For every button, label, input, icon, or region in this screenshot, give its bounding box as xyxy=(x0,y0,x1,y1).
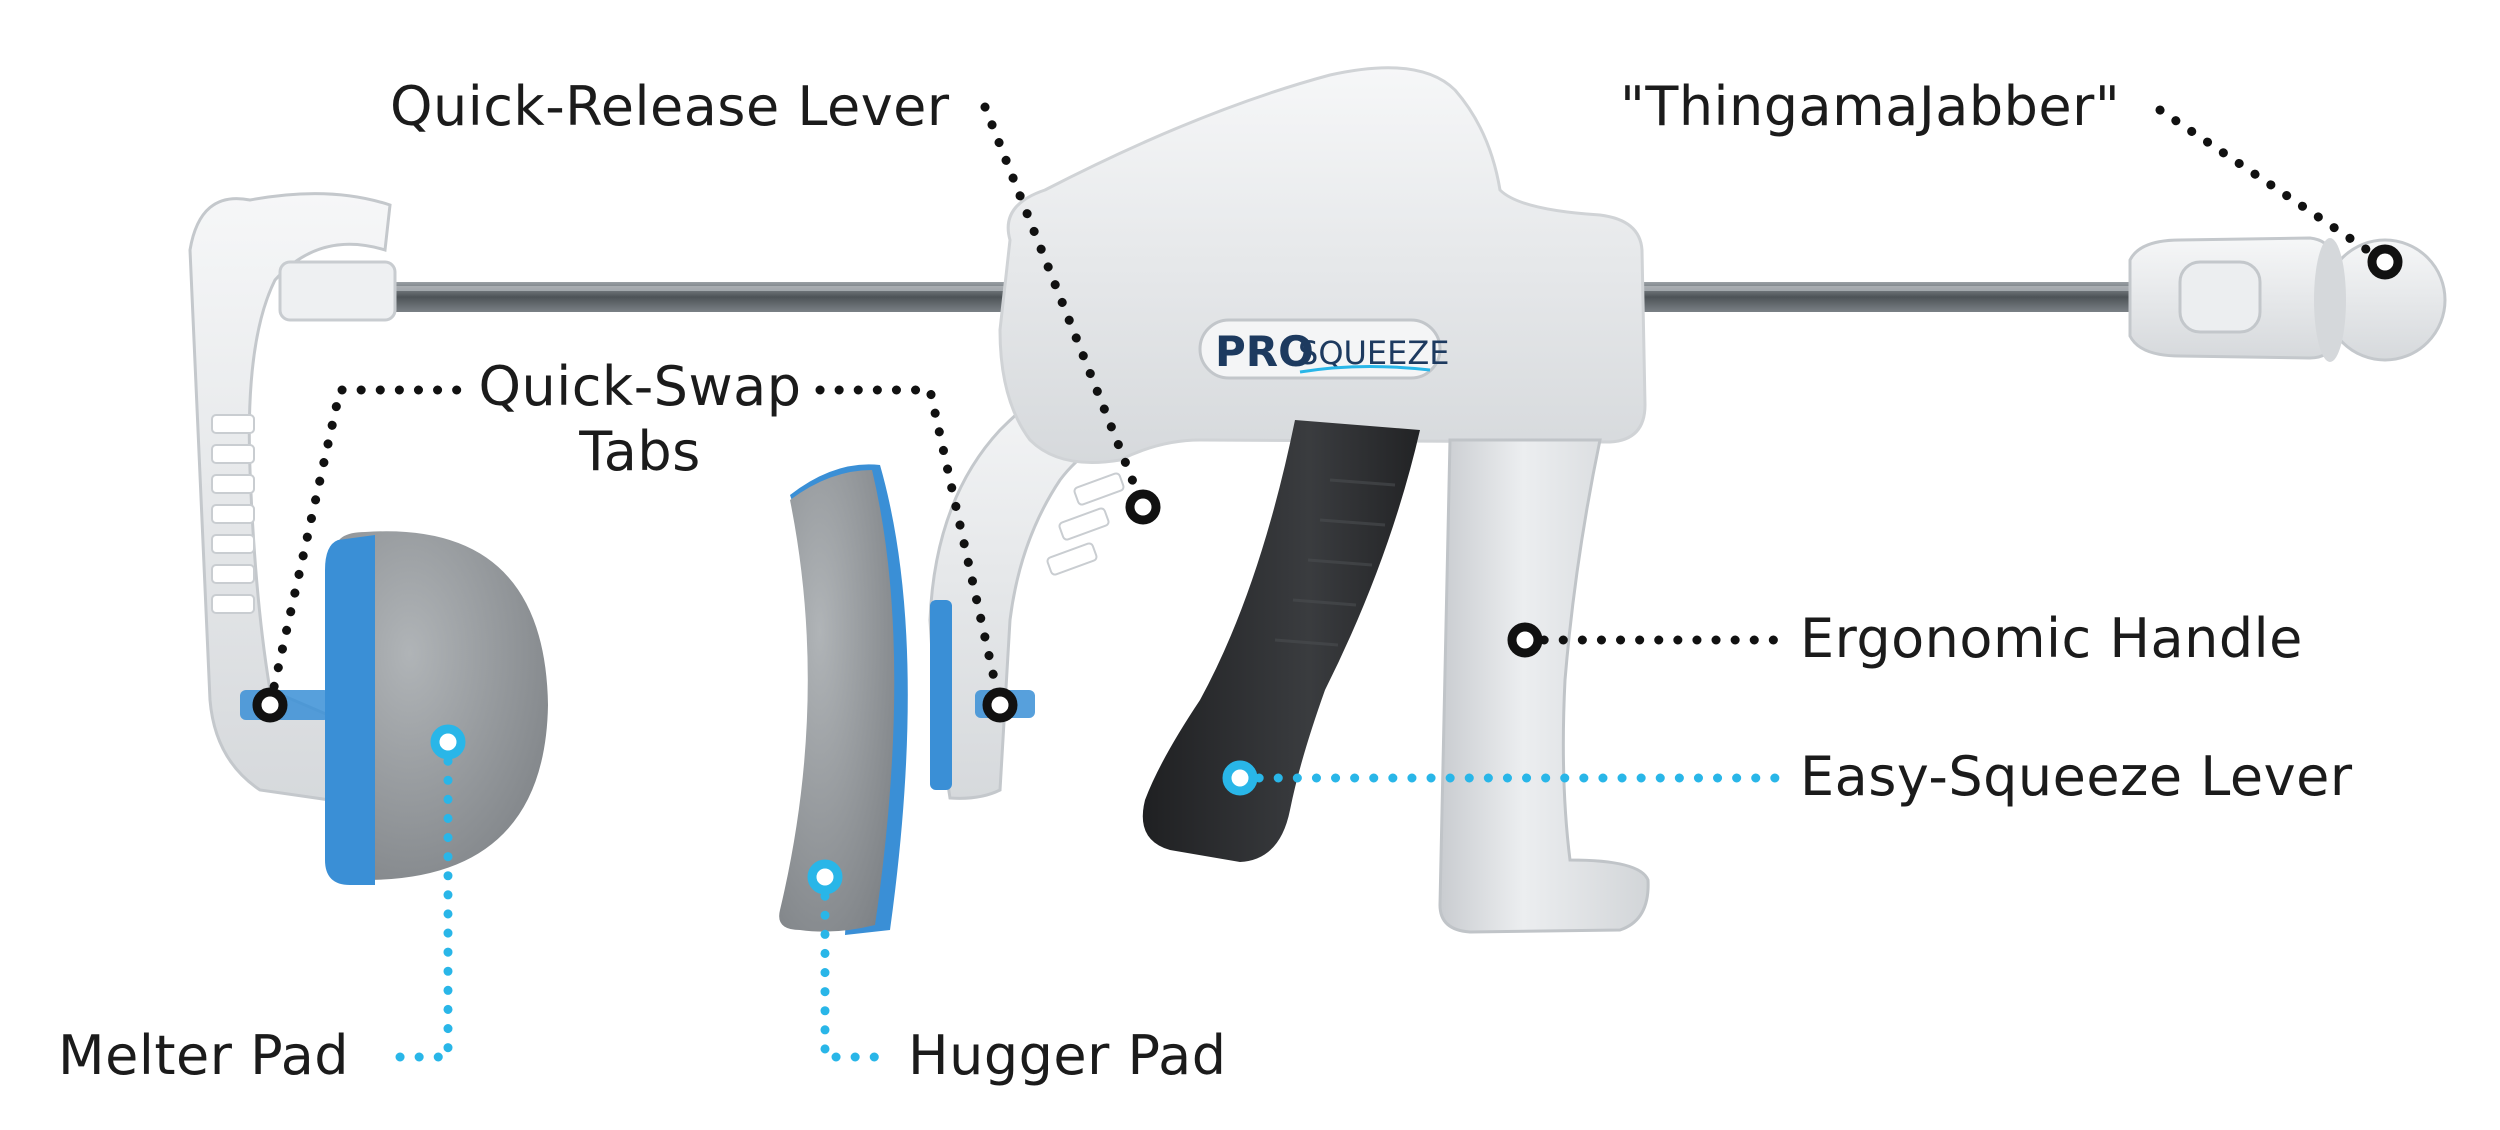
label-melter-pad: Melter Pad xyxy=(58,1024,350,1087)
leader-quick-swap-right xyxy=(815,385,1005,710)
label-quick-release-lever: Quick-Release Lever xyxy=(390,75,950,138)
marker-thingamajabber xyxy=(2367,244,2403,280)
label-hugger-pad: Hugger Pad xyxy=(908,1024,1227,1087)
label-easy-squeeze-lever: Easy-Squeeze Lever xyxy=(1800,745,2353,808)
leader-thingamajabber xyxy=(2155,105,2390,267)
melter-pad xyxy=(325,531,548,885)
thingamajabber-cap xyxy=(2128,236,2447,362)
label-quick-swap-tabs-line2: Tabs xyxy=(579,420,701,483)
marker-easy-squeeze xyxy=(1222,760,1258,796)
leader-quick-swap-left xyxy=(265,385,465,710)
squeeze-lever xyxy=(1142,420,1420,862)
marker-quick-swap-right xyxy=(982,687,1018,723)
leader-hugger xyxy=(820,872,890,1062)
marker-hugger xyxy=(807,859,843,895)
label-ergonomic-handle: Ergonomic Handle xyxy=(1800,607,2303,670)
brand-pro: PRO xyxy=(1215,327,1314,376)
target-markers xyxy=(252,244,2403,895)
label-quick-swap-tabs-line1: Quick-Swap xyxy=(478,355,802,418)
marker-quick-swap-left xyxy=(252,687,288,723)
marker-melter xyxy=(430,724,466,760)
label-thingamajabber: "ThingamaJabber" xyxy=(1620,75,2121,138)
leader-lines xyxy=(265,102,2390,1062)
marker-quick-release xyxy=(1125,489,1161,525)
main-body: PRO SQUEEZE xyxy=(998,66,1647,464)
marker-ergonomic xyxy=(1507,622,1543,658)
hugger-pad xyxy=(779,464,908,935)
ergonomic-handle xyxy=(1438,438,1650,934)
